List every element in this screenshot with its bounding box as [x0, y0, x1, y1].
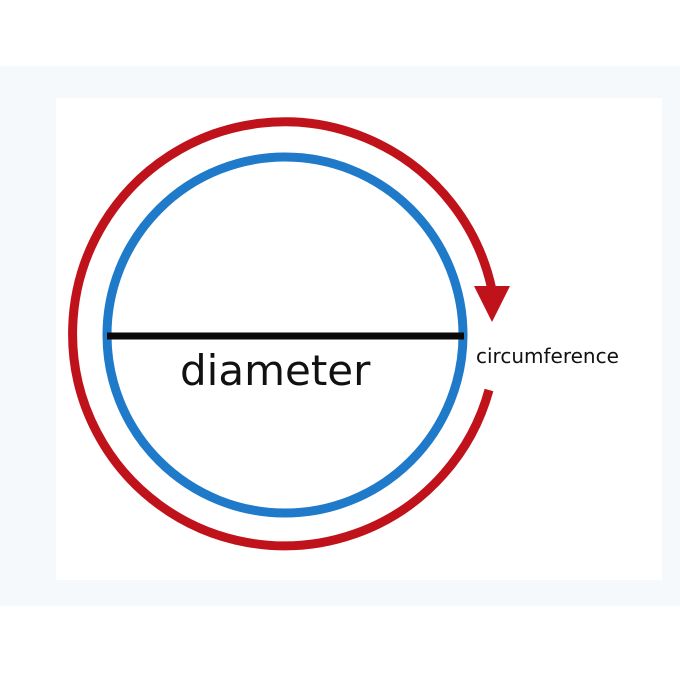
- circumference-arrowhead: [474, 286, 510, 322]
- circumference-arrow-arc: [68, 117, 497, 551]
- diameter-label: diameter: [180, 346, 371, 395]
- circumference-label: circumference: [476, 344, 619, 368]
